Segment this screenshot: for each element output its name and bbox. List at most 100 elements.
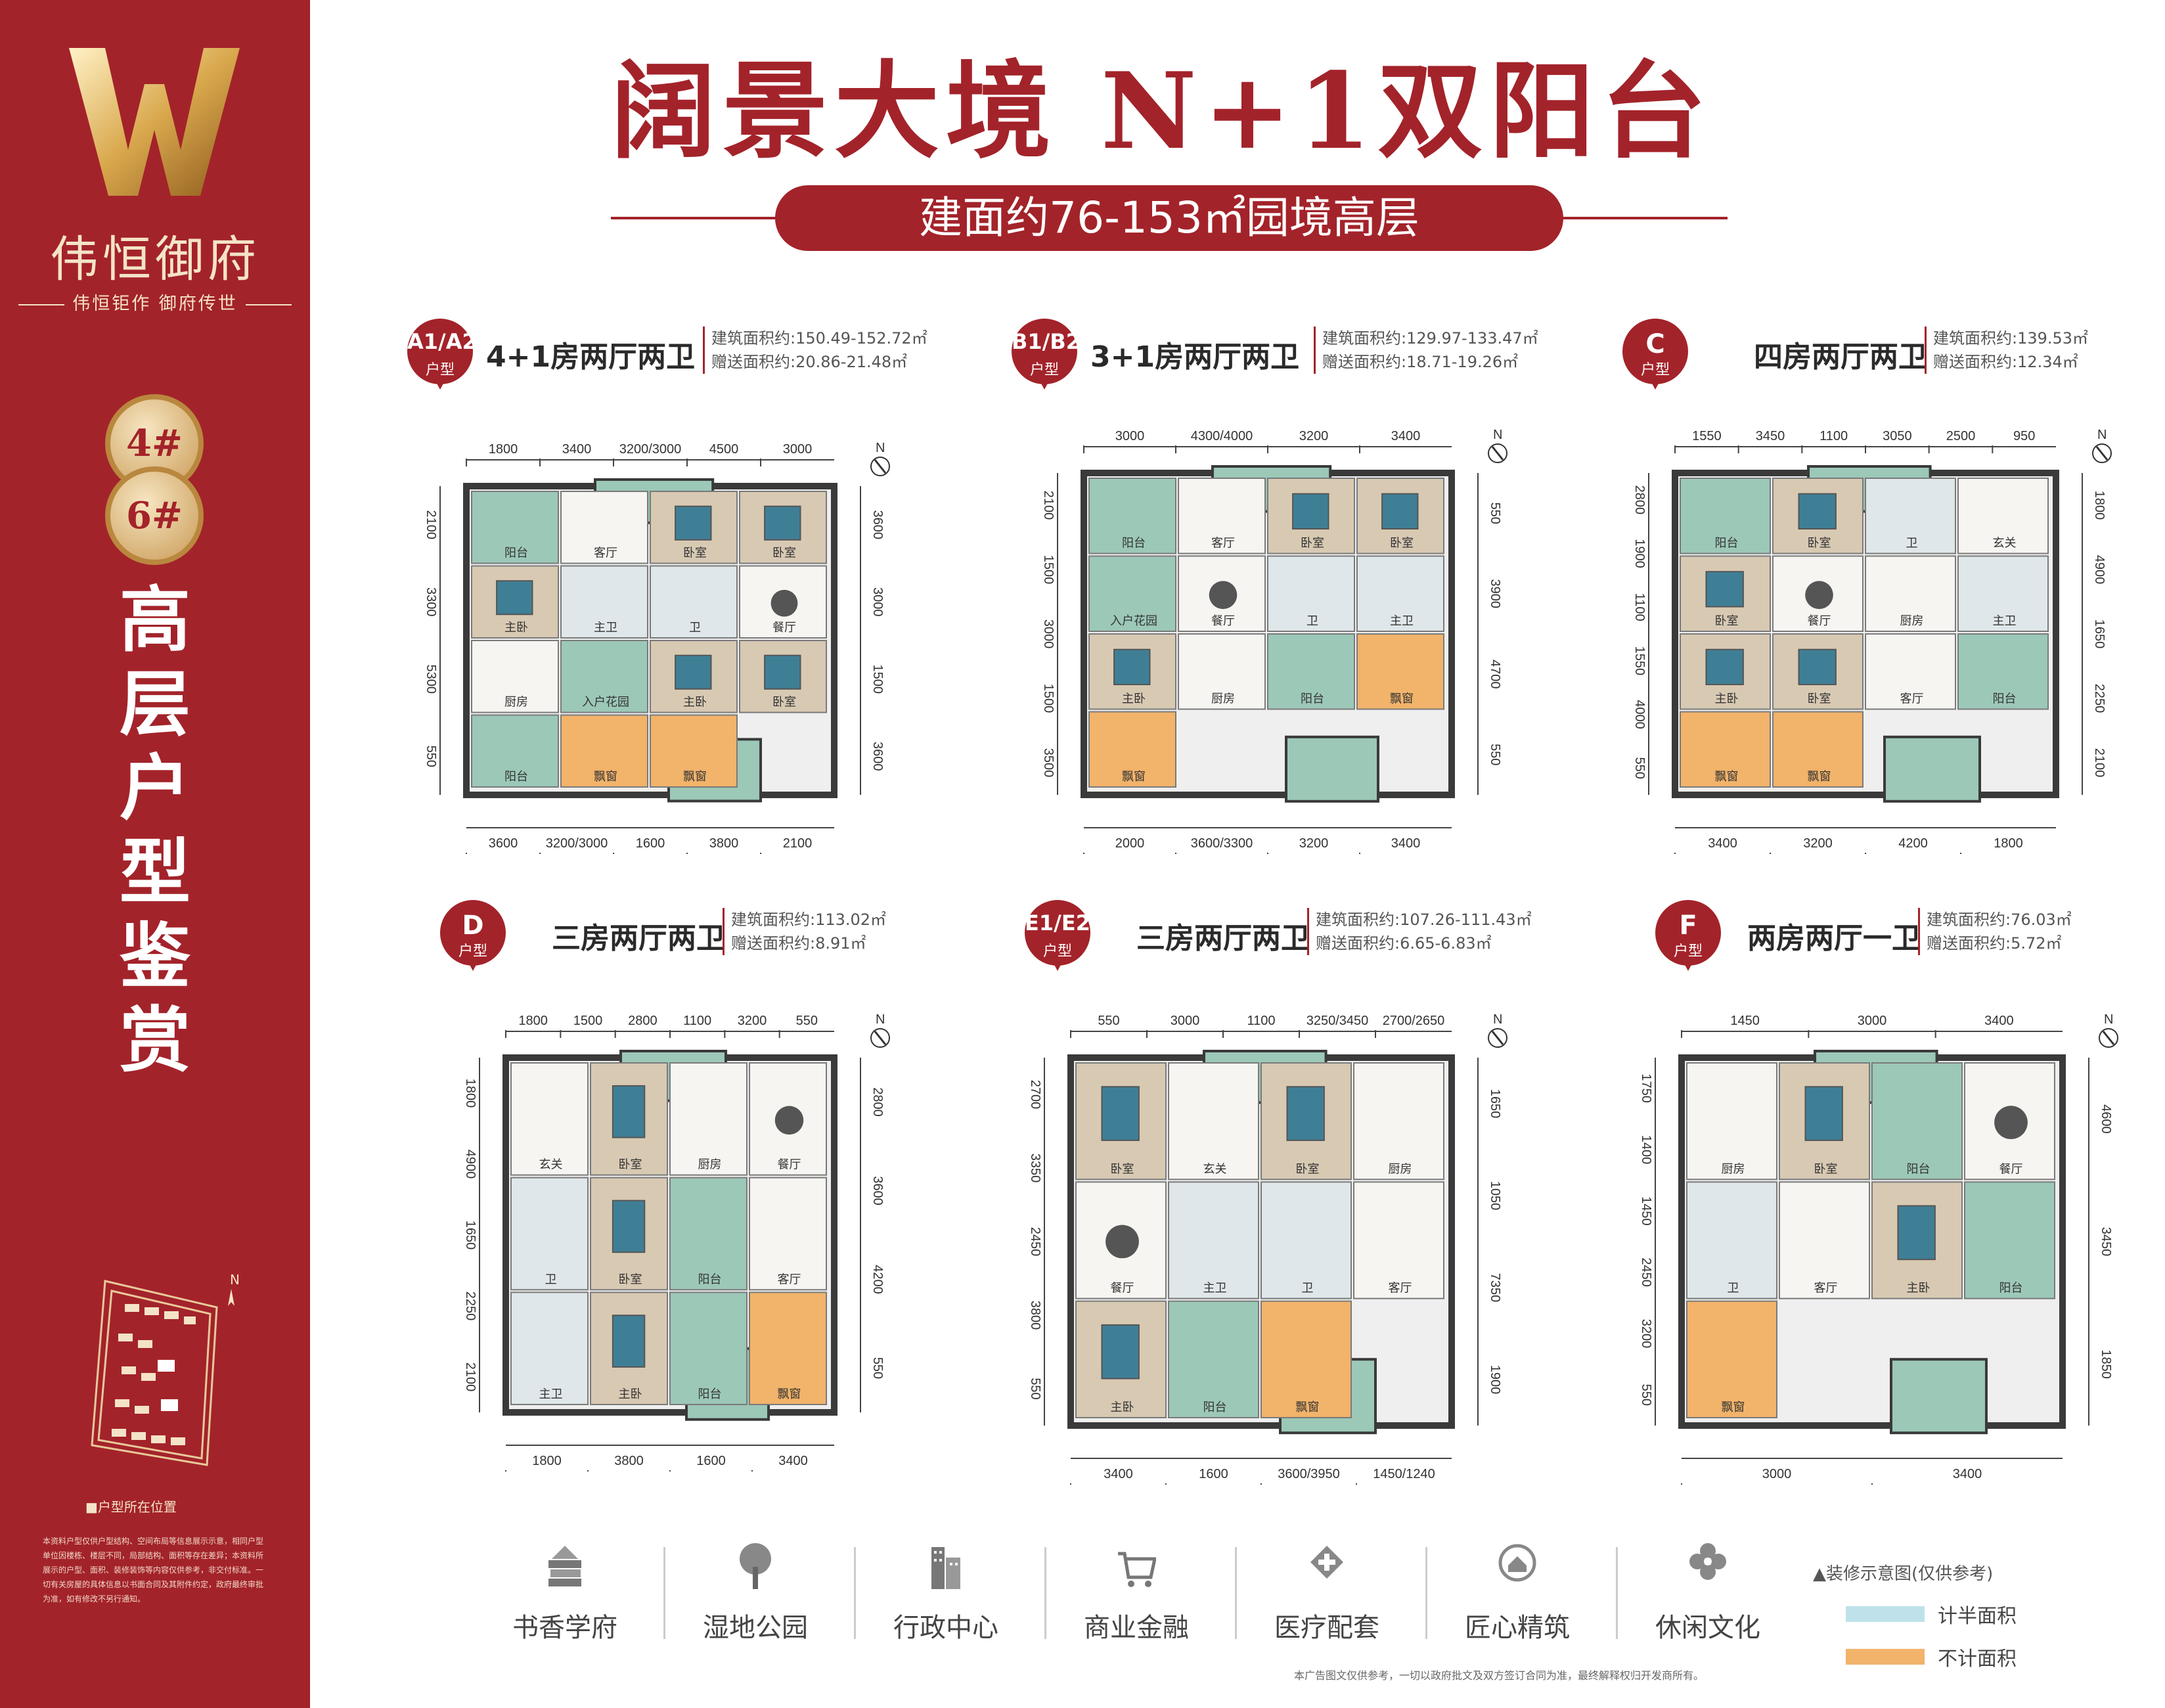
- dimension-right-value: 550: [1488, 503, 1502, 524]
- amenity-item: 休闲文化: [1616, 1540, 1800, 1659]
- unit-pin: E1/E2 户型: [1025, 900, 1090, 971]
- dimension-bottom-value: 3200/3000: [546, 836, 608, 851]
- unit-area-built: 建筑面积约:139.53㎡: [1933, 329, 2089, 348]
- room-label: 客厅: [778, 1272, 801, 1286]
- balcony-greenery: [1285, 735, 1379, 803]
- room-label: 飘窗: [683, 770, 707, 784]
- room-label: 阳台: [1993, 692, 2017, 706]
- vertical-title-char: 赏: [119, 999, 190, 1082]
- dimension-left-value: 1400: [1639, 1135, 1653, 1165]
- dimension-left-value: 3800: [1028, 1301, 1042, 1330]
- compass-needle: [874, 459, 887, 474]
- compass-needle: [874, 1031, 887, 1045]
- compass-label: N: [876, 1012, 885, 1027]
- room-label: 主卫: [1390, 614, 1414, 628]
- amenity-divider: [1235, 1547, 1237, 1639]
- room-label: 客厅: [1814, 1282, 1838, 1295]
- room-area: [1356, 633, 1444, 710]
- dimension-right-value: 1900: [1488, 1365, 1502, 1395]
- svg-text:N: N: [230, 1272, 240, 1288]
- dimension-top-value: 3000: [1171, 1014, 1200, 1028]
- dimension-top-value: 2800: [628, 1014, 658, 1028]
- dimension-right-value: 1050: [1488, 1181, 1502, 1211]
- dimension-top-value: 1500: [573, 1014, 603, 1028]
- room-label: 餐厅: [778, 1158, 801, 1172]
- dimension-right-value: 4700: [1488, 660, 1502, 689]
- compass-label: N: [2097, 428, 2107, 442]
- room-label: 厨房: [1722, 1162, 1745, 1176]
- room-area: [1686, 1062, 1777, 1180]
- dimension-left-value: 4000: [1632, 700, 1647, 729]
- amenities-bar: 书香学府 湿地公园 行政中心 商业金融 医疗配套 匠心精筑 休闲文化: [473, 1540, 1760, 1659]
- room-label: 玄关: [539, 1158, 563, 1172]
- unit-pin-tip: [463, 953, 483, 971]
- room-label: 主卧: [1122, 692, 1146, 706]
- bed-icon: [612, 1315, 646, 1368]
- dimension-top-value: 4500: [709, 442, 739, 457]
- room-area: [749, 1292, 827, 1406]
- room-label: 主卫: [594, 621, 617, 635]
- dimension-right-value: 4900: [2092, 555, 2107, 585]
- room-label: 客厅: [1900, 692, 1924, 706]
- dimension-left-value: 550: [424, 746, 438, 767]
- room-area: [1088, 478, 1176, 554]
- room-area: [1267, 633, 1355, 710]
- compass-label: N: [2104, 1012, 2113, 1027]
- unit-pin: B1/B2 户型: [1012, 319, 1081, 390]
- unit-pin-tip: [1645, 371, 1665, 390]
- dimension-bottom-value: 3400: [1953, 1467, 1982, 1481]
- amenity-item: 行政中心: [854, 1540, 1038, 1659]
- dimension-right-value: 7350: [1488, 1273, 1502, 1303]
- vertical-title-char: 鉴: [119, 915, 190, 998]
- room-area: [650, 565, 738, 639]
- unit-card-a: A1/A2 户型 4+1房两厅两卫 建筑面积约:150.49-152.72㎡ 赠…: [407, 319, 985, 391]
- room-area: [1964, 1181, 2055, 1299]
- room-area: [510, 1177, 589, 1291]
- compass-icon: [1488, 443, 1507, 463]
- room-label: 飘窗: [1715, 770, 1739, 784]
- room-label: 卫: [1906, 537, 1918, 551]
- room-label: 卧室: [1301, 537, 1324, 551]
- bed-icon: [1798, 493, 1837, 530]
- dimension-left-value: 2450: [1028, 1227, 1042, 1257]
- dimension-top-value: 3400: [562, 442, 592, 457]
- room-label: 卧室: [1808, 537, 1831, 551]
- bed-icon: [1897, 1205, 1936, 1261]
- room-label: 卧室: [1715, 614, 1739, 628]
- location-note: ■户型所在位置: [85, 1499, 177, 1515]
- dimension-left-value: 2100: [424, 510, 438, 540]
- room-label: 卧室: [1111, 1162, 1134, 1176]
- room-area: [471, 714, 559, 788]
- compass-icon: [1488, 1028, 1507, 1048]
- dimension-top-value: 1100: [683, 1014, 711, 1028]
- dimension-right-value: 4600: [2099, 1104, 2113, 1134]
- room-area: [471, 491, 559, 564]
- unit-area-gift: 赠送面积约:12.34㎡: [1933, 353, 2078, 371]
- room-area: [560, 714, 648, 788]
- room-label: 主卧: [683, 696, 707, 709]
- dimension-right-value: 4200: [870, 1265, 885, 1294]
- compass-needle: [1491, 446, 1504, 461]
- dimension-right-value: 2250: [2092, 684, 2107, 713]
- dimension-bottom-value: 1600: [696, 1454, 726, 1468]
- unit-area-gift: 赠送面积约:6.65-6.83㎡: [1316, 934, 1492, 953]
- dimension-top-value: 1450: [1730, 1014, 1760, 1028]
- room-label: 主卧: [619, 1387, 642, 1401]
- amenity-label: 行政中心: [893, 1613, 998, 1643]
- main-title: 阔景大境 N+1双阳台: [611, 49, 1713, 173]
- room-label: 餐厅: [1999, 1162, 2023, 1176]
- dimension-bottom-value: 3400: [778, 1454, 808, 1468]
- room-area: [560, 640, 648, 713]
- unit-card-e: E1/E2 户型 三房两厅两卫 建筑面积约:107.26-111.43㎡ 赠送面…: [1025, 900, 1590, 972]
- unit-title: 3+1房两厅两卫: [1090, 340, 1300, 374]
- dimension-left-value: 550: [1632, 757, 1647, 778]
- unit-code: B1/B2: [1012, 329, 1081, 354]
- room-area: [1168, 1300, 1259, 1418]
- room-area: [1178, 478, 1266, 554]
- dimension-left-value: 1500: [1041, 684, 1056, 713]
- room-area: [1871, 1062, 1963, 1180]
- dimension-right-value: 1650: [1488, 1089, 1502, 1119]
- vertical-title: 高 层 户 型 鉴 赏: [0, 578, 310, 1083]
